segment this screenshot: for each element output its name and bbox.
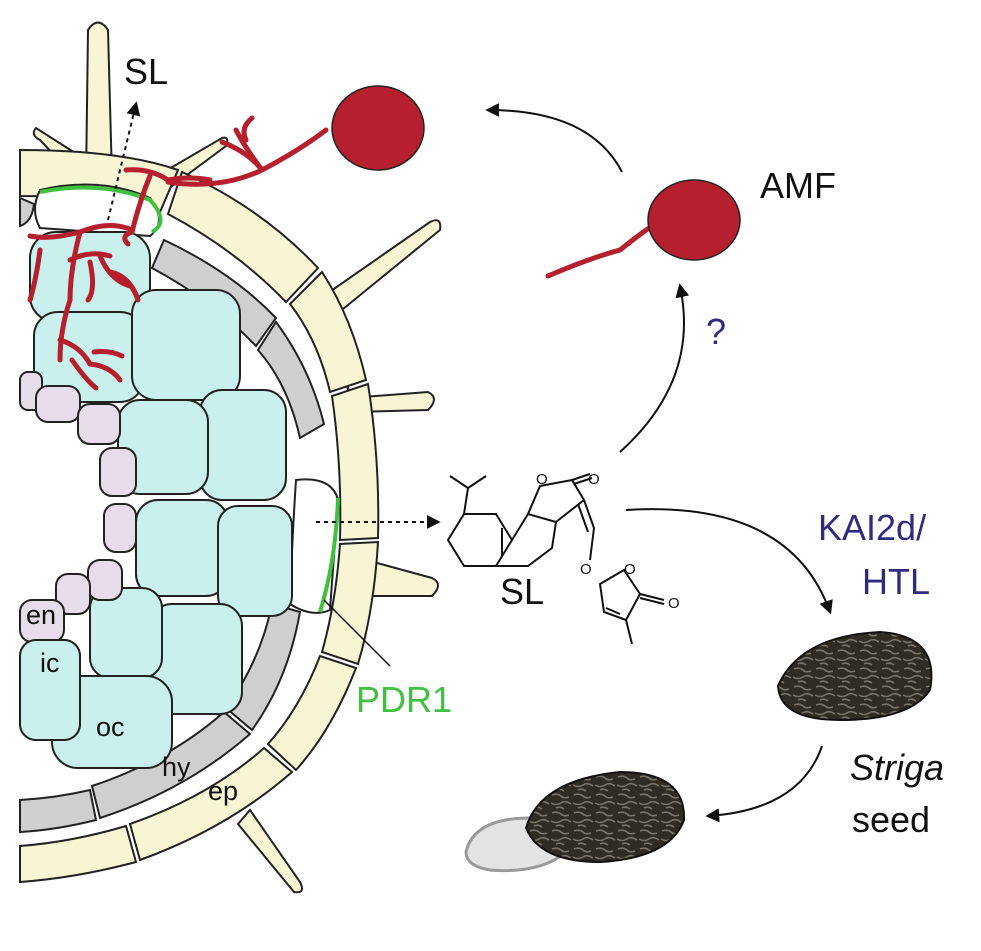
label-question: ? — [706, 311, 726, 352]
root-hair-top — [84, 21, 114, 182]
label-amf: AMF — [760, 165, 836, 206]
atom-o-butenolide-carbonyl: O — [668, 595, 680, 612]
atom-o-ether: O — [580, 561, 592, 578]
hypha-germ-tube — [545, 223, 655, 279]
root-cross-section: en ic oc hy ep — [19, 21, 442, 894]
endodermis-cells — [19, 371, 137, 643]
epidermis-ring — [19, 148, 380, 884]
striga-seed-germinating — [464, 770, 686, 873]
atom-o-carbonyl: O — [588, 471, 600, 488]
label-pdr1: PDR1 — [356, 679, 452, 720]
label-en: en — [26, 600, 56, 630]
arrow-spore-to-hyphae — [485, 103, 623, 173]
label-htl: HTL — [862, 561, 930, 602]
inner-cortex-cell — [19, 639, 81, 741]
atom-o-butenolide-ring: O — [624, 561, 636, 578]
root-hair-bottom — [236, 808, 303, 894]
label-sl-top: SL — [124, 51, 168, 92]
label-oc: oc — [96, 712, 125, 742]
arrow-sl-to-amf — [619, 283, 690, 453]
arrow-striga-germination — [705, 745, 823, 823]
root-hair-right-upper — [316, 219, 442, 320]
striga-seed-dormant — [776, 630, 933, 722]
label-hy: hy — [162, 752, 191, 782]
pdr1-membrane-right — [318, 497, 340, 613]
label-sl-molecule: SL — [500, 571, 544, 612]
hypodermis-ring — [19, 196, 326, 834]
amf-spores — [165, 85, 741, 279]
label-striga: Striga — [850, 747, 944, 788]
label-kai2d: KAI2d/ — [818, 507, 926, 548]
root-hair-right-mid — [337, 334, 435, 414]
atom-o-ring: O — [536, 471, 548, 488]
sl-exit-arrow-top — [107, 101, 141, 221]
hypha-upper — [165, 115, 329, 187]
pdr1-membrane-top — [39, 185, 163, 234]
label-ic: ic — [40, 648, 60, 678]
label-ep: ep — [208, 776, 238, 806]
strigolactone-structure — [446, 473, 665, 645]
root-hair-right — [365, 558, 439, 597]
arrow-sl-to-striga — [625, 508, 833, 615]
label-seed: seed — [852, 799, 930, 840]
pdr1-expressing-cell — [288, 478, 340, 614]
spore-amf — [647, 179, 741, 261]
pdr1-pointer — [323, 599, 391, 667]
spore-upper — [331, 85, 425, 171]
